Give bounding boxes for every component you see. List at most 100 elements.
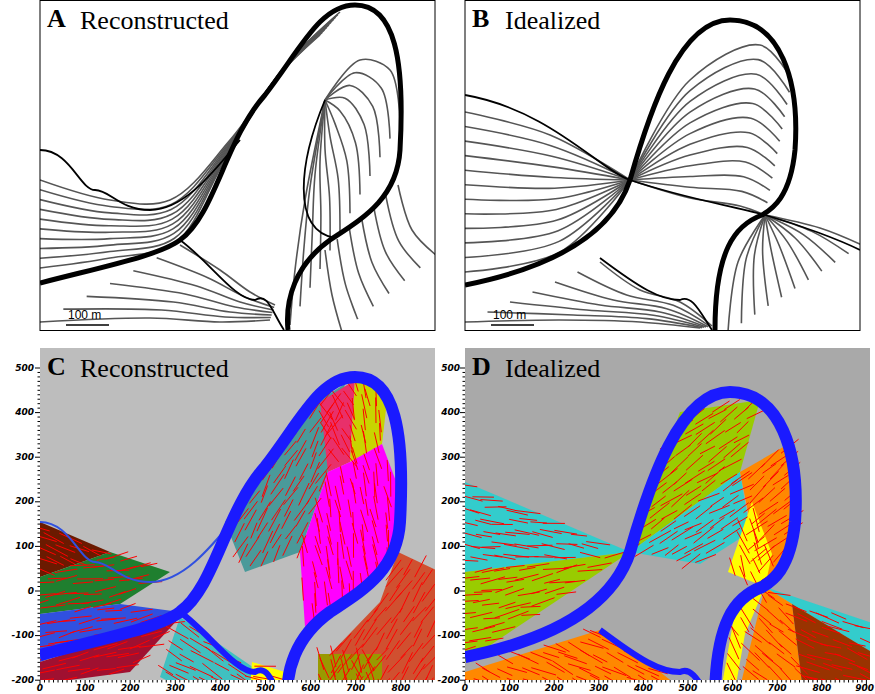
tick-mark (469, 680, 470, 683)
scroll-line (40, 22, 331, 226)
orientation-stroke (672, 527, 693, 540)
tick-mark (737, 680, 738, 683)
orientation-stroke (649, 531, 671, 543)
tick-mark (38, 573, 41, 574)
orientation-stroke (368, 660, 376, 680)
orientation-stroke (483, 617, 499, 619)
orientation-stroke (696, 520, 713, 533)
channel-edge (600, 258, 712, 330)
orientation-stroke (661, 521, 676, 532)
orientation-stroke (556, 592, 576, 594)
tick-mark (423, 680, 424, 683)
tick-mark (674, 680, 675, 683)
tick-mark (116, 680, 117, 683)
orientation-stroke (413, 658, 423, 674)
orientation-stroke (706, 430, 725, 443)
orientation-stroke (684, 493, 701, 504)
tick-mark (38, 488, 41, 489)
tick-label: 700 (346, 684, 365, 693)
tick-label: 600 (723, 684, 742, 693)
tick-mark (121, 680, 122, 683)
orientation-stroke (858, 653, 870, 659)
orientation-stroke (855, 626, 870, 631)
tick-mark (215, 680, 216, 683)
orientation-stroke (423, 657, 435, 670)
tick-mark (463, 408, 466, 409)
orientation-stroke (753, 508, 759, 532)
tick-mark (612, 680, 613, 683)
orientation-stroke (627, 665, 644, 674)
orientation-stroke (698, 461, 714, 471)
tick-mark (463, 483, 466, 484)
tick-mark (38, 564, 41, 565)
tick-mark (351, 680, 352, 683)
orientation-stroke (374, 496, 378, 519)
scroll-line (763, 215, 769, 306)
tick-mark (38, 568, 41, 569)
panel-title: Reconstructed (80, 8, 229, 34)
orientation-stroke (375, 678, 389, 680)
orientation-stroke (302, 535, 307, 553)
tick-mark (306, 680, 307, 683)
panel-letter: D (472, 354, 491, 380)
tick-mark (38, 582, 41, 583)
orientation-stroke (82, 600, 103, 604)
orientation-stroke (755, 645, 773, 661)
orientation-stroke (425, 598, 435, 612)
orientation-stroke (515, 510, 541, 513)
tick-mark (38, 479, 41, 480)
orientation-stroke (415, 677, 428, 680)
orientation-stroke (254, 666, 276, 667)
tick-mark (38, 466, 41, 467)
orientation-stroke (465, 484, 477, 487)
orientation-stroke (191, 651, 214, 663)
tick-mark (463, 626, 466, 627)
orientation-stroke (269, 488, 283, 506)
scroll-line (337, 239, 358, 319)
tick-mark (260, 680, 261, 683)
orientation-stroke (465, 560, 478, 561)
orientation-stroke (388, 672, 399, 680)
orientation-stroke (166, 649, 182, 661)
orientation-stroke (374, 607, 386, 621)
orientation-stroke (377, 618, 391, 635)
orientation-stroke (521, 614, 540, 616)
orientation-stroke (95, 587, 116, 592)
orientation-stroke (696, 506, 712, 519)
panel-title: Idealized (505, 8, 600, 34)
tick-mark (315, 680, 316, 683)
orientation-stroke (688, 444, 702, 457)
tick-mark (621, 680, 622, 683)
orientation-stroke (379, 423, 381, 441)
orientation-stroke (759, 525, 774, 541)
orientation-stroke (465, 676, 474, 680)
orientation-stroke (506, 603, 531, 609)
tick-mark (463, 376, 466, 377)
orientation-stroke (283, 536, 292, 556)
orientation-stroke (376, 633, 384, 650)
tick-mark (184, 680, 185, 683)
orientation-stroke (347, 547, 351, 567)
orientation-stroke (731, 679, 738, 680)
orientation-stroke (60, 556, 75, 564)
orientation-stroke (352, 660, 363, 679)
orientation-stroke (402, 652, 412, 673)
orientation-stroke (730, 503, 749, 517)
tick-mark (463, 430, 466, 431)
orientation-stroke (422, 569, 432, 584)
tick-mark (500, 680, 501, 683)
orientation-stroke (306, 486, 317, 504)
orientation-stroke (470, 612, 492, 617)
channel-band (180, 612, 284, 680)
orientation-stroke (531, 598, 554, 607)
orientation-stroke (739, 545, 750, 564)
tick-mark (328, 680, 329, 683)
orientation-stroke (296, 448, 306, 466)
tick-mark (701, 680, 702, 683)
orientation-stroke (401, 667, 408, 680)
tick-mark (460, 412, 465, 413)
tick-mark (634, 680, 635, 683)
orientation-stroke (56, 665, 79, 669)
orientation-stroke (101, 618, 126, 619)
orientation-stroke (166, 672, 187, 680)
